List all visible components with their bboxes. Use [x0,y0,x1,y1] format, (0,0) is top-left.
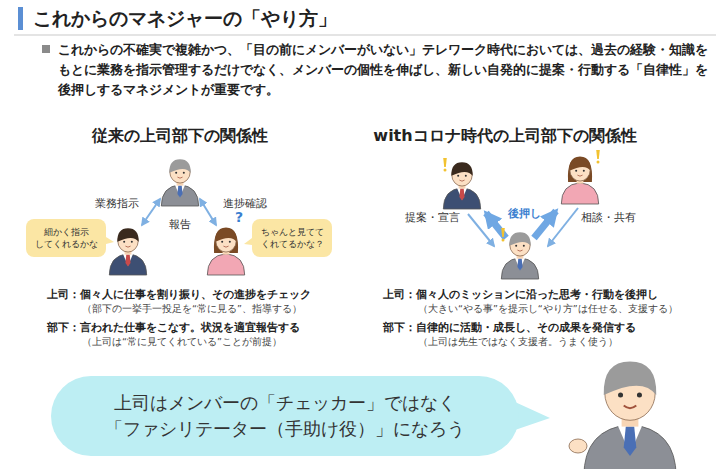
hand [569,439,587,453]
man-figure [109,228,146,275]
tie [459,189,464,201]
double-arrow [200,199,216,225]
man-figure [584,362,676,469]
section-heading: withコロナ時代の上司部下の関係性 [373,126,636,147]
eye [229,241,231,243]
bubble-text: ちゃんと見てて くれてるかな？ [259,226,325,251]
mouth [517,250,522,251]
body [109,254,146,275]
shirt [175,185,185,197]
eye [131,241,133,243]
section-heading: 従来の上司部下の関係性 [92,126,268,147]
shirt [515,258,525,270]
man-figure [501,232,538,279]
label: 上司：個々人に仕事を割り振り、その進捗をチェック [47,288,311,302]
tie [517,259,522,271]
title-rule [14,35,716,36]
tie [125,255,130,267]
label: （部下の一挙手一投足を“常に見る”、指導する） [82,303,302,315]
body [501,258,538,279]
body [443,188,480,209]
tie [624,427,637,456]
exclamation-mark [596,150,600,164]
mouth [223,246,228,247]
label: 報告 [169,218,191,232]
woman-figure [207,227,244,275]
thin-arrow [468,214,494,246]
thin-arrow [548,208,578,246]
hair [509,232,530,246]
eye [523,245,525,247]
label: （上司は先生ではなく支援者。うまく使う） [418,336,618,348]
label: （大きい“やる事”を提示し“やり方”は任せる、支援する） [418,303,678,315]
bubble-tail [515,402,550,430]
hair-back [568,156,592,182]
hair [117,228,138,242]
exclamation-dot [444,169,447,172]
exclamation-mark [443,158,447,172]
mouth [177,177,182,178]
exclamation-dot [597,161,600,164]
eye [175,172,177,174]
hair [169,159,190,173]
shirt [457,188,467,200]
label: 進捗確認 [223,197,267,211]
label: ? [235,208,243,226]
eye [637,393,642,398]
mouth [624,406,637,409]
label: 部下：自律的に活動・成長し、その成果を発信する [383,321,636,335]
hair [215,228,236,242]
label: （上司は“常に見てくれている”ことが前提） [82,336,282,348]
tie [177,186,182,198]
hair [569,157,590,171]
man-figure [443,162,480,209]
shirt [123,254,133,266]
exclamation-stroke [443,158,447,167]
body [584,425,676,469]
eye [618,393,623,398]
hair [451,162,472,176]
hair-back [214,227,238,253]
double-arrow [142,199,160,225]
label: 相談・共有 [581,211,636,225]
bubble-text: 上司はメンバーの「チェッカー」ではなく 「ファシリテーター（手助け役）」になろう [95,390,475,442]
label: 部下：言われた仕事をこなす。状況を適宜報告する [47,321,300,335]
title-marker [18,7,23,30]
eye [457,175,459,177]
eye [123,241,125,243]
label: 後押し [508,207,541,221]
label: 上司：個々人のミッションに沿った思考・行動を後押し [383,288,658,302]
woman-figure [561,156,598,204]
exclamation-stroke [596,150,600,159]
mouth [459,180,464,181]
eye [515,245,517,247]
body [161,185,198,206]
bullet-square [42,45,50,53]
mouth [125,246,130,247]
exclamation-dot [502,239,505,242]
eye [221,241,223,243]
speech-bubble: 細かく指示 してくれるかな [26,219,106,258]
title: これからのマネジャーの「やり方」 [33,6,337,31]
eye [183,172,185,174]
label: 業務指示 [95,197,139,211]
exclamation-stroke [501,228,505,237]
lead-text: これからの不確実で複雑かつ、「目の前にメンバーがいない」テレワーク時代においては… [58,40,710,100]
eye [465,175,467,177]
hair [604,362,657,396]
man-figure [161,159,198,206]
eye [575,170,577,172]
label: 提案・宣言 [405,211,460,225]
exclamation-mark [501,228,505,242]
body [207,254,244,275]
body [561,183,598,204]
speech-bubble: ちゃんと見てて くれてるかな？ [252,219,332,258]
speech-bubble: 上司はメンバーの「チェッカー」ではなく 「ファシリテーター（手助け役）」になろう [51,376,519,456]
bubble-text: 細かく指示 してくれるかな [33,226,99,251]
eye [583,170,585,172]
push-arrow [486,213,506,238]
mouth [577,175,582,176]
